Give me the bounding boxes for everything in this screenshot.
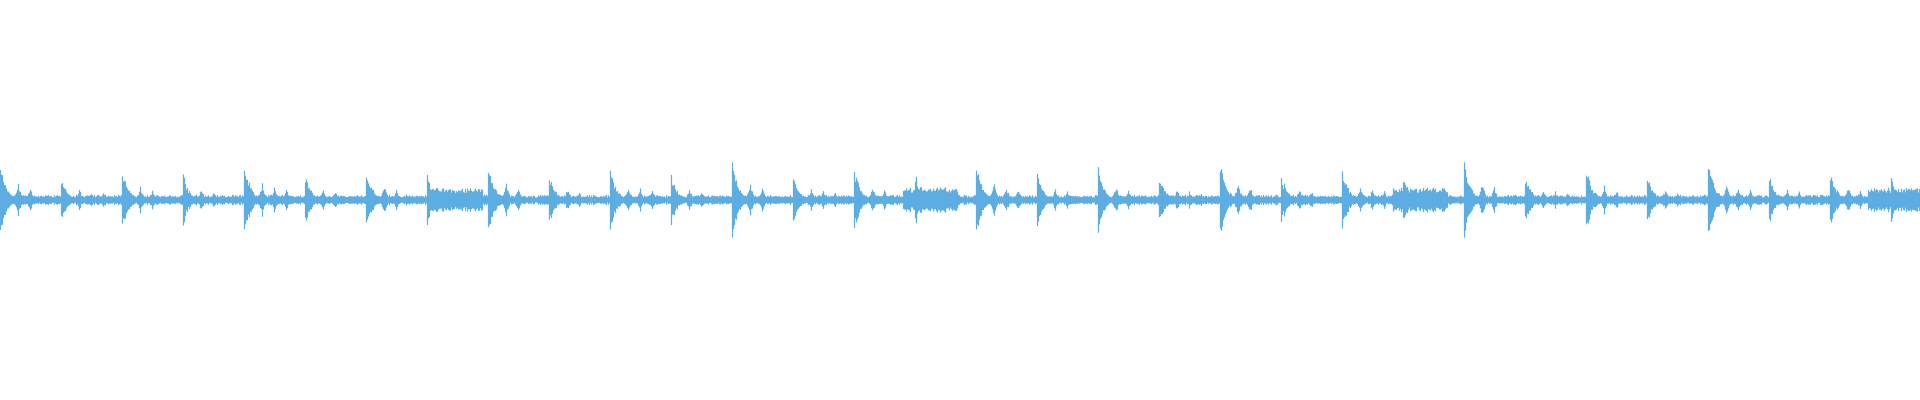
waveform-bars	[0, 162, 1920, 238]
